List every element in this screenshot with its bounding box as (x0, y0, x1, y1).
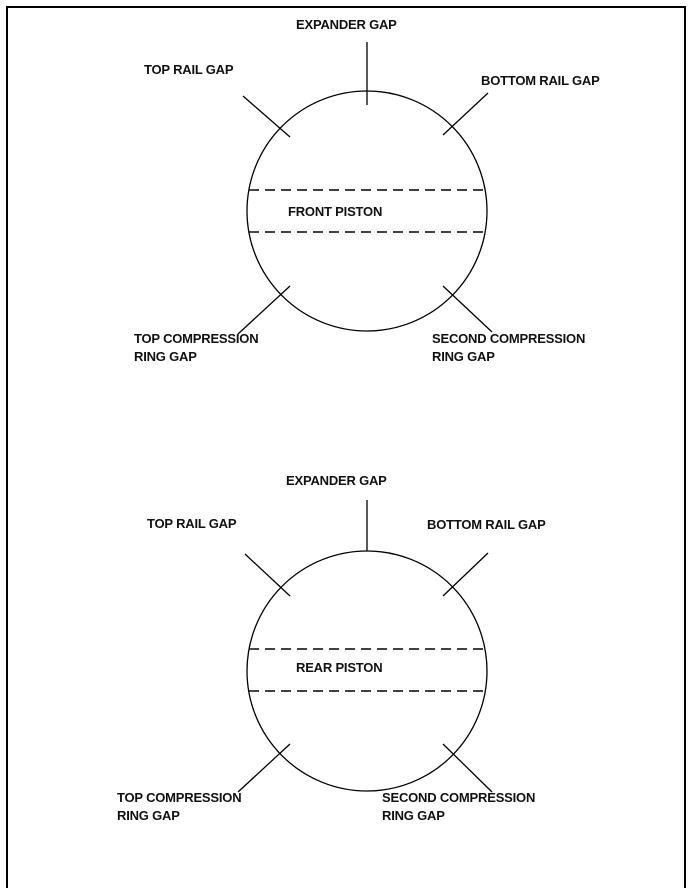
rear-second-compression-label-line2: RING GAP (382, 808, 445, 823)
rear-top-compression-label-line1: TOP COMPRESSION (117, 790, 241, 805)
front-top-compression-gap-line (237, 285, 291, 335)
diagram-frame (6, 6, 686, 888)
front-top-rail-gap-label: TOP RAIL GAP (144, 62, 234, 77)
rear-top-compression-gap-line (237, 743, 291, 793)
rear-top-rail-gap-label: TOP RAIL GAP (147, 516, 237, 531)
front-piston-diagram: FRONT PISTON EXPANDER GAP TOP RAIL GAP B… (134, 17, 600, 364)
front-expander-gap-label: EXPANDER GAP (296, 17, 397, 32)
rear-piston-label: REAR PISTON (296, 660, 382, 675)
rear-piston-diagram: REAR PISTON EXPANDER GAP TOP RAIL GAP BO… (117, 473, 546, 823)
front-piston-label: FRONT PISTON (288, 204, 382, 219)
rear-second-compression-label-line1: SECOND COMPRESSION (382, 790, 535, 805)
rear-bottom-rail-gap-label: BOTTOM RAIL GAP (427, 517, 546, 532)
front-second-compression-label-line2: RING GAP (432, 349, 495, 364)
front-bottom-rail-gap-line (442, 92, 489, 136)
rear-top-compression-label-line2: RING GAP (117, 808, 180, 823)
front-second-compression-gap-line (442, 285, 493, 333)
front-top-rail-gap-line (242, 95, 291, 138)
front-top-compression-label-line1: TOP COMPRESSION (134, 331, 258, 346)
rear-bottom-rail-gap-line (442, 552, 489, 597)
rear-top-rail-gap-line (244, 553, 291, 597)
front-top-compression-label-line2: RING GAP (134, 349, 197, 364)
rear-expander-gap-label: EXPANDER GAP (286, 473, 387, 488)
front-bottom-rail-gap-label: BOTTOM RAIL GAP (481, 73, 600, 88)
rear-second-compression-gap-line (442, 743, 493, 793)
front-second-compression-label-line1: SECOND COMPRESSION (432, 331, 585, 346)
